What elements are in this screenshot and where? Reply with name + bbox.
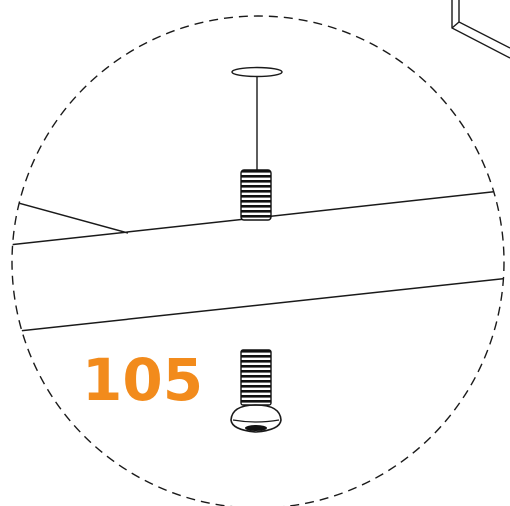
detail-circle: [11, 15, 505, 506]
part-number-label: 105: [82, 346, 203, 414]
threaded-insert: [231, 66, 283, 221]
furniture-corner-fragment: [451, 0, 510, 59]
bolt-part: [230, 349, 282, 433]
